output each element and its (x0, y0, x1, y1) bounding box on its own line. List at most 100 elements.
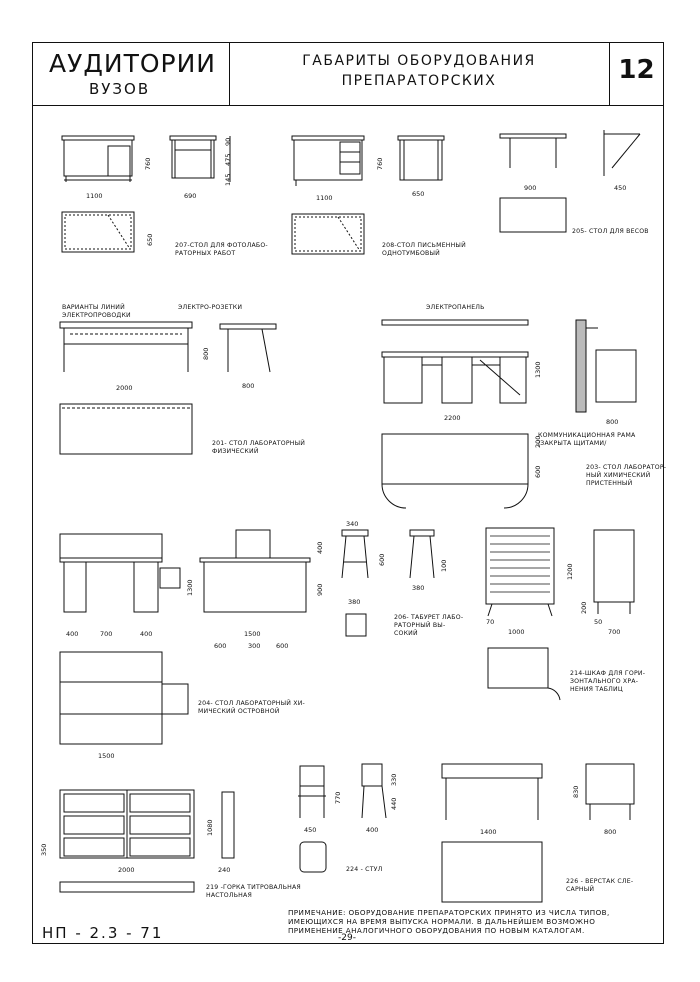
dim-204-width: 1500 (244, 630, 261, 638)
dim-206-plan: 380 (348, 598, 361, 606)
dim-205-depth: 450 (614, 184, 627, 192)
dim-206-height: 600 (378, 553, 386, 566)
dim-206-foot: 100 (440, 559, 448, 572)
drawing-201-front (59, 321, 193, 372)
caption-205: 205- СТОЛ ДЛЯ ВЕСОВ (572, 228, 649, 235)
drawing-201-plan (59, 403, 193, 455)
dim-219-low: 350 (40, 843, 48, 856)
document-code: НП - 2.3 - 71 (42, 924, 164, 942)
dim-207-low: 145 (224, 173, 232, 186)
dim-226-height: 830 (572, 785, 580, 798)
dim-201-width: 2000 (116, 384, 133, 392)
caption-226: 226 - ВЕРСТАК СЛЕ- САРНЫЙ (566, 878, 634, 893)
dim-207-plan-depth: 650 (146, 233, 154, 246)
caption-219: 219 -ГОРКА ТИТРОВАЛЬНАЯ НАСТОЛЬНАЯ (206, 884, 301, 899)
label-wiring: ВАРИАНТЫ ЛИНИЙ ЭЛЕКТРОПРОВОДКИ (62, 304, 131, 319)
dim-201-depth: 800 (242, 382, 255, 390)
drawing-sheet: АУДИТОРИИ ВУЗОВ ГАБАРИТЫ ОБОРУДОВАНИЯ ПР… (32, 42, 664, 944)
dim-204-s1: 600 (214, 642, 227, 650)
dim-224-height: 770 (334, 791, 342, 804)
dim-204-c: 400 (140, 630, 153, 638)
caption-203: 203- СТОЛ ЛАБОРАТОР- НЫЙ ХИМИЧЕСКИЙ ПРИС… (586, 464, 667, 487)
dim-207-width: 1100 (86, 192, 103, 200)
dim-224-depth: 400 (366, 826, 379, 834)
drawing-224 (298, 763, 387, 873)
dim-224-back: 330 (390, 773, 398, 786)
drawing-208-plan (291, 213, 365, 255)
dim-204-height: 1300 (186, 579, 194, 596)
dim-224-seat: 440 (390, 797, 398, 810)
sheet-title-cell: ГАБАРИТЫ ОБОРУДОВАНИЯ ПРЕПАРАТОРСКИХ (229, 43, 610, 105)
dim-207-mid: 475 (224, 153, 232, 166)
label-sockets: ЭЛЕКТРО-РОЗЕТКИ (178, 304, 243, 311)
dim-204-a: 400 (66, 630, 79, 638)
dim-219-depth: 240 (218, 866, 231, 874)
sheet-title-line1: ГАБАРИТЫ ОБОРУДОВАНИЯ (302, 53, 536, 69)
dim-203-height: 1300 (534, 361, 542, 378)
dim-208-height: 760 (376, 157, 384, 170)
drawing-205 (499, 130, 641, 233)
dim-204-table-h: 900 (316, 583, 324, 596)
drawing-208-side (397, 135, 445, 181)
sheet-number-cell: 12 (609, 43, 664, 105)
dim-226-depth: 800 (604, 828, 617, 836)
drawing-204-plan (59, 651, 189, 745)
dim-224-width: 450 (304, 826, 317, 834)
dim-203-width: 2200 (444, 414, 461, 422)
drawing-207-front (61, 135, 135, 182)
dim-201-height: 800 (202, 347, 210, 360)
title-block: АУДИТОРИИ ВУЗОВ ГАБАРИТЫ ОБОРУДОВАНИЯ ПР… (33, 43, 663, 106)
footnote: ПРИМЕЧАНИЕ: ОБОРУДОВАНИЕ ПРЕПАРАТОРСКИХ … (288, 908, 610, 935)
dim-205-width: 900 (524, 184, 537, 192)
dim-214-depth: 700 (608, 628, 621, 636)
caption-204: 204- СТОЛ ЛАБОРАТОРНЫЙ ХИ- МИЧЕСКИЙ ОСТР… (198, 700, 305, 715)
drawing-219 (59, 789, 235, 893)
dim-204-upper: 400 (316, 541, 324, 554)
dim-204-s2: 300 (248, 642, 261, 650)
drawing-204-front (59, 533, 181, 613)
dim-214-leg: 70 (486, 618, 495, 626)
title-cell: АУДИТОРИИ ВУЗОВ (33, 43, 230, 105)
drawing-203-plan (381, 433, 529, 509)
label-panel: ЭЛЕКТРОПАНЕЛЬ (426, 304, 485, 311)
caption-206: 206- ТАБУРЕТ ЛАБО- РАТОРНЫЙ ВЫ- СОКИЙ (394, 614, 464, 637)
dim-208-width: 1100 (316, 194, 333, 202)
dim-219-height: 1080 (206, 819, 214, 836)
dim-214-base: 200 (580, 601, 588, 614)
caption-224: 224 - СТУЛ (346, 866, 383, 873)
drawing-226 (441, 763, 635, 903)
section-subtitle: ВУЗОВ (89, 80, 151, 98)
dim-206-base: 380 (412, 584, 425, 592)
caption-208: 208-СТОЛ ПИСЬМЕННЫЙ ОДНОТУМБОВЫЙ (382, 242, 466, 257)
caption-207: 207-СТОЛ ДЛЯ ФОТОЛАБО- РАТОРНЫХ РАБОТ (175, 242, 268, 257)
drawing-203-side (575, 319, 637, 413)
dim-214-width: 1000 (508, 628, 525, 636)
dim-206-seat: 340 (346, 520, 359, 528)
label-frame: КОММУНИКАЦИОННАЯ РАМА /ЗАКРЫТА ЩИТАМИ/ (538, 432, 636, 447)
drawing-207-side (169, 135, 231, 182)
drawing-206 (341, 529, 435, 637)
dim-204-plan-width: 1500 (98, 752, 115, 760)
drawing-201-side (219, 323, 277, 373)
dim-203-plan-depth: 600 (534, 465, 542, 478)
drawing-204-side (199, 529, 311, 613)
drawing-214 (485, 527, 635, 701)
drawing-208-front (291, 135, 365, 186)
caption-201: 201- СТОЛ ЛАБОРАТОРНЫЙ ФИЗИЧЕСКИЙ (212, 440, 306, 455)
dim-207-top: 90 (224, 137, 232, 146)
dim-203-depth: 800 (606, 418, 619, 426)
dim-204-s3: 600 (276, 642, 289, 650)
dim-219-width: 2000 (118, 866, 135, 874)
dim-207-height: 760 (144, 157, 152, 170)
dim-208-depth: 650 (412, 190, 425, 198)
dim-226-width: 1400 (480, 828, 497, 836)
caption-214: 214-ШКАФ ДЛЯ ГОРИ- ЗОНТАЛЬНОГО ХРА- НЕНИ… (570, 670, 646, 693)
drawing-203-front (381, 319, 529, 404)
drawing-207-plan (61, 211, 135, 253)
sheet-title-line2: ПРЕПАРАТОРСКИХ (341, 73, 497, 89)
dim-207-depth: 690 (184, 192, 197, 200)
sheet-number: 12 (618, 55, 655, 85)
dim-203-frame: 200 (534, 435, 542, 448)
dim-214-height: 1200 (566, 563, 574, 580)
